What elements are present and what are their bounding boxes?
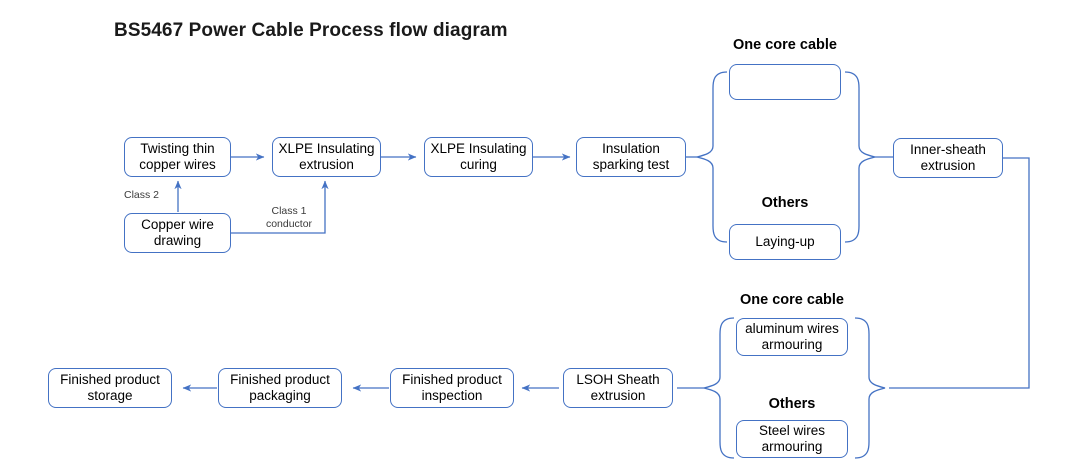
page-title: BS5467 Power Cable Process flow diagram — [114, 20, 508, 41]
node-label: Steel wires armouring — [758, 422, 826, 454]
node-label: Laying-up — [755, 233, 815, 249]
node-twisting-thin-copper-wires[interactable]: Twisting thin copper wires — [124, 137, 231, 177]
node-label: Twisting thin copper wires — [139, 140, 216, 172]
brace-top-left — [696, 71, 728, 243]
node-label: Finished product storage — [60, 371, 160, 403]
node-finished-product-storage[interactable]: Finished product storage — [48, 368, 172, 408]
node-label: Copper wire drawing — [141, 216, 214, 248]
node-label: Finished product inspection — [402, 371, 502, 403]
node-insulation-sparking-test[interactable]: Insulation sparking test — [576, 137, 686, 177]
node-aluminum-wires-armouring[interactable]: aluminum wires armouring — [736, 318, 848, 356]
node-finished-product-inspection[interactable]: Finished product inspection — [390, 368, 514, 408]
node-one-core-passthrough[interactable] — [729, 64, 841, 100]
node-label: Finished product packaging — [230, 371, 330, 403]
node-finished-product-packaging[interactable]: Finished product packaging — [218, 368, 342, 408]
brace-bottom-right — [854, 317, 886, 459]
node-label: XLPE Insulating curing — [430, 140, 527, 172]
edge-label-class-1-conductor: Class 1 conductor — [265, 205, 313, 230]
node-label: XLPE Insulating extrusion — [278, 140, 375, 172]
edge-inner-sheath-to-armouring — [889, 157, 1030, 389]
node-label: LSOH Sheath extrusion — [576, 371, 660, 403]
node-label: Inner-sheath extrusion — [910, 141, 986, 173]
node-xlpe-insulating-extrusion[interactable]: XLPE Insulating extrusion — [272, 137, 381, 177]
node-xlpe-insulating-curing[interactable]: XLPE Insulating curing — [424, 137, 533, 177]
group-heading-top-one-core-cable: One core cable — [733, 37, 837, 53]
group-heading-bottom-one-core-cable: One core cable — [740, 292, 844, 308]
brace-bottom-left — [703, 317, 735, 459]
node-label: aluminum wires armouring — [745, 320, 839, 352]
node-steel-wires-armouring[interactable]: Steel wires armouring — [736, 420, 848, 458]
node-inner-sheath-extrusion[interactable]: Inner-sheath extrusion — [893, 138, 1003, 178]
node-copper-wire-drawing[interactable]: Copper wire drawing — [124, 213, 231, 253]
node-label: Insulation sparking test — [592, 140, 670, 172]
brace-top-right — [844, 71, 876, 243]
edge-label-class-2: Class 2 — [124, 189, 160, 201]
node-laying-up[interactable]: Laying-up — [729, 224, 841, 260]
group-heading-bottom-others: Others — [768, 396, 816, 412]
node-lsoh-sheath-extrusion[interactable]: LSOH Sheath extrusion — [563, 368, 673, 408]
group-heading-top-others: Others — [761, 195, 809, 211]
